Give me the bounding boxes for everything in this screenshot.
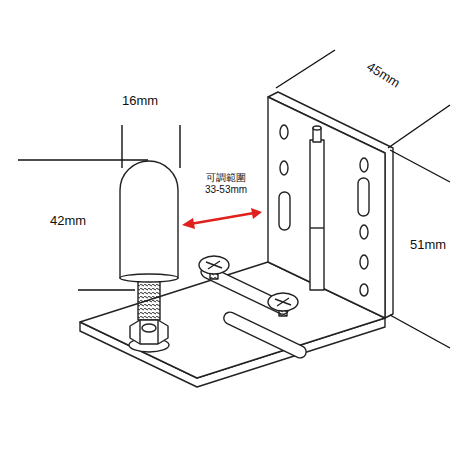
plate-hole xyxy=(280,161,288,175)
plate-slot xyxy=(358,178,369,216)
dimension-label: 45mm xyxy=(364,60,403,92)
pin-body xyxy=(120,161,178,278)
base-slot xyxy=(222,310,308,360)
adjust-range-label: 可調範圍 33-53mm xyxy=(200,172,252,195)
plate-hole xyxy=(360,284,368,296)
hex-nut xyxy=(130,320,168,344)
dimension-label: 51mm xyxy=(410,238,446,253)
plate-hole xyxy=(360,255,368,269)
screw xyxy=(199,256,229,279)
threaded-stud xyxy=(138,278,160,320)
dimension-label: 42mm xyxy=(50,214,86,229)
dimension-lines xyxy=(18,50,450,348)
guide-pin xyxy=(310,140,324,290)
plate-hole xyxy=(360,225,368,239)
adjust-arrow xyxy=(182,208,262,229)
plate-hole xyxy=(280,125,288,139)
plate-slot xyxy=(279,192,290,230)
screw xyxy=(268,293,298,316)
plate-hole xyxy=(360,158,368,172)
plate-edge xyxy=(268,92,393,318)
dimension-label: 16mm xyxy=(122,94,158,109)
vertical-plate xyxy=(268,97,385,318)
